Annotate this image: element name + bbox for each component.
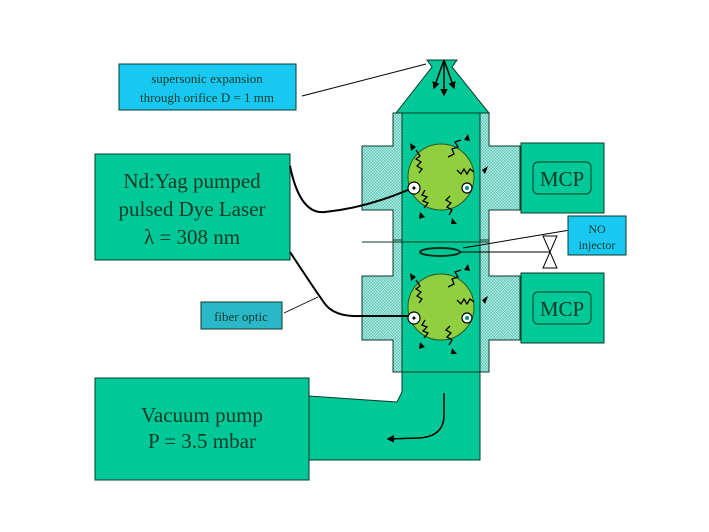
- mcp-detector-top: MCP: [520, 142, 605, 214]
- svg-text:P = 3.5 mbar: P = 3.5 mbar: [148, 429, 256, 453]
- vacuum-pump-box: Vacuum pump P = 3.5 mbar: [94, 377, 310, 481]
- mcp-top-label: MCP: [540, 167, 584, 191]
- fiber-optic-callout: fiber optic: [200, 296, 319, 330]
- svg-text:Nd:Yag pumped: Nd:Yag pumped: [123, 169, 261, 193]
- svg-text:✦: ✦: [411, 184, 418, 193]
- fiber-optic-upper: [289, 165, 409, 214]
- jet-arrow-right: [443, 59, 456, 90]
- supersonic-callout-line: [301, 63, 427, 97]
- upper-interaction-sphere: ✦: [407, 134, 488, 224]
- mcp-bottom-label: MCP: [540, 297, 584, 321]
- svg-text:✦: ✦: [411, 314, 418, 323]
- fluorescence-squiggle: [414, 149, 423, 174]
- svg-text:fiber optic: fiber optic: [214, 309, 268, 324]
- mcp-detector-bottom: MCP: [520, 272, 605, 344]
- svg-text:λ = 308 nm: λ = 308 nm: [144, 225, 240, 249]
- fiber-entry-port: [407, 181, 421, 195]
- fiber-callout-line: [283, 296, 319, 314]
- svg-text:supersonic expansion: supersonic expansion: [151, 71, 263, 86]
- nozzle-funnel: [394, 59, 491, 114]
- svg-text:injector: injector: [579, 238, 616, 252]
- supersonic-callout: supersonic expansion through orifice D =…: [118, 63, 427, 111]
- no-callout-line: [462, 229, 571, 249]
- svg-text:NO: NO: [588, 222, 606, 236]
- fiber-optic-lower: [289, 251, 408, 318]
- svg-text:pulsed Dye Laser: pulsed Dye Laser: [119, 197, 266, 221]
- jet-arrow-left: [432, 59, 445, 90]
- valve-icon: [542, 235, 558, 269]
- svg-text:Vacuum pump: Vacuum pump: [141, 403, 263, 427]
- flow-arrow: [386, 393, 445, 443]
- lower-interaction-sphere: ✦: [407, 264, 488, 354]
- no-injector-callout: NO injector: [567, 215, 627, 256]
- laser-box: Nd:Yag pumped pulsed Dye Laser λ = 308 n…: [94, 153, 291, 261]
- svg-text:through orifice D = 1 mm: through orifice D = 1 mm: [140, 90, 274, 105]
- pump-duct: [308, 371, 481, 461]
